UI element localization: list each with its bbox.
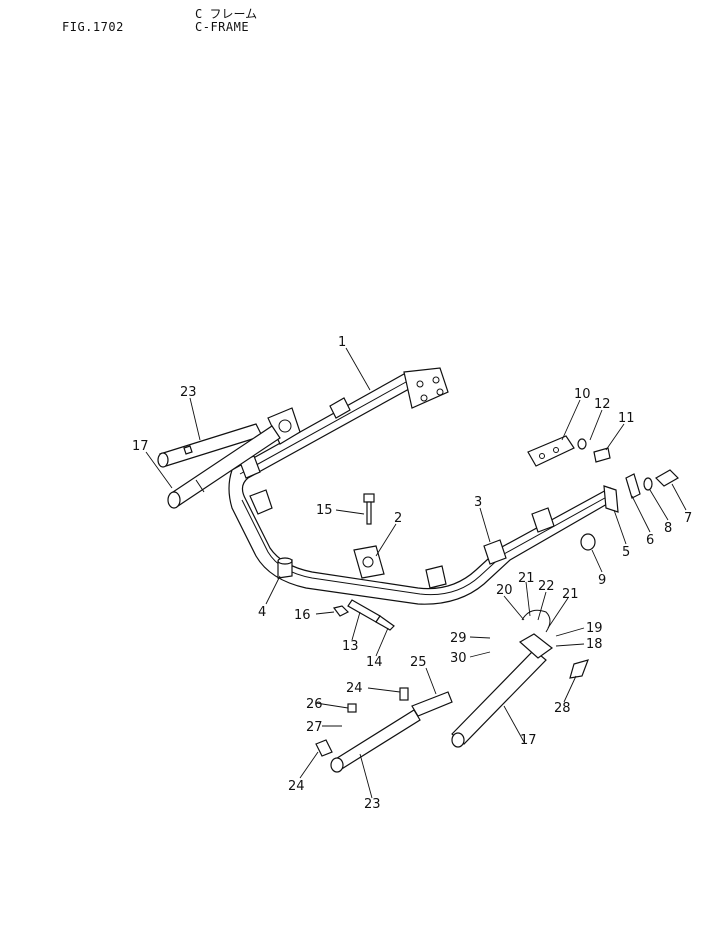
callout-11: 11 xyxy=(618,411,635,426)
lower-right-brace xyxy=(451,609,589,748)
callout-29: 29 xyxy=(450,631,467,646)
callout-17-lower: 17 xyxy=(520,733,537,748)
callout-numbers: 1 2 3 4 5 6 7 8 9 10 11 12 13 14 15 16 1… xyxy=(132,335,692,812)
callout-19: 19 xyxy=(586,621,603,636)
fasteners-center xyxy=(332,493,395,631)
callout-28: 28 xyxy=(554,701,571,716)
callout-1: 1 xyxy=(338,335,346,350)
callout-23-lower: 23 xyxy=(364,797,381,812)
callout-30: 30 xyxy=(450,651,467,666)
callout-10: 10 xyxy=(574,387,591,402)
callout-21-upper: 21 xyxy=(518,571,535,586)
callout-12: 12 xyxy=(594,397,611,412)
callout-22: 22 xyxy=(538,579,555,594)
callout-6: 6 xyxy=(646,533,654,548)
callout-20: 20 xyxy=(496,583,513,598)
lower-left-cylinder xyxy=(315,687,453,773)
right-mount-parts xyxy=(527,435,679,551)
callout-13: 13 xyxy=(342,639,359,654)
callout-27: 27 xyxy=(306,720,323,735)
c-frame-body xyxy=(228,367,619,605)
callout-2: 2 xyxy=(394,511,402,526)
callout-23-upper: 23 xyxy=(180,385,197,400)
left-cylinder-assembly xyxy=(157,423,281,509)
leader-lines xyxy=(145,347,687,799)
callout-7: 7 xyxy=(684,511,692,526)
figure-number: FIG.1702 xyxy=(62,20,124,34)
callout-24-lower: 24 xyxy=(288,779,305,794)
callout-14: 14 xyxy=(366,655,383,670)
callout-24-upper: 24 xyxy=(346,681,363,696)
callout-21-lower: 21 xyxy=(562,587,579,602)
callout-4: 4 xyxy=(258,605,266,620)
callout-8: 8 xyxy=(664,521,672,536)
callout-17-upper: 17 xyxy=(132,439,149,454)
callout-16: 16 xyxy=(294,608,311,623)
figure-header: FIG.1702 C フレーム C-FRAME xyxy=(0,0,720,40)
callout-15: 15 xyxy=(316,503,333,518)
callout-5: 5 xyxy=(622,545,630,560)
callout-9: 9 xyxy=(598,573,606,588)
figure-title-english: C-FRAME xyxy=(195,20,250,34)
callout-18: 18 xyxy=(586,637,603,652)
callout-25: 25 xyxy=(410,655,427,670)
callout-3: 3 xyxy=(474,495,482,510)
figure-title-japanese: C フレーム xyxy=(195,7,258,21)
bushing-4 xyxy=(277,557,293,579)
callout-26: 26 xyxy=(306,697,323,712)
